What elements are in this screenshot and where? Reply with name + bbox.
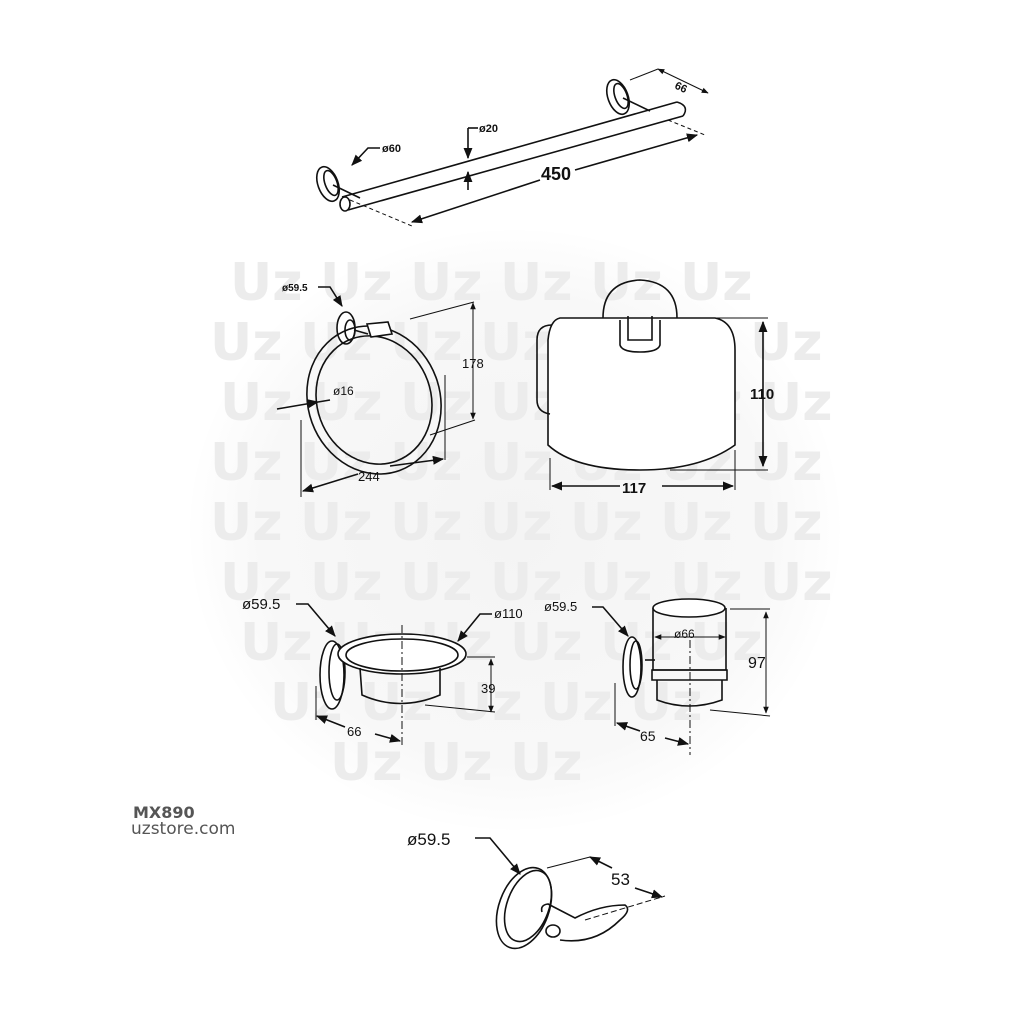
tumbler-height: 97 (748, 655, 766, 672)
soap-dish-height: 39 (481, 681, 495, 696)
product-sku: MX890 (133, 803, 195, 822)
soap-dish-flange-diameter: ø59.5 (242, 596, 280, 613)
tumbler-projection: 65 (640, 728, 656, 744)
towel-ring-height: 178 (462, 356, 484, 371)
towel-bar-flange-diameter: ø60 (382, 143, 401, 155)
store-website: uzstore.com (131, 819, 236, 839)
soap-dish-diameter: ø110 (494, 606, 523, 621)
tumbler-flange-diameter: ø59.5 (544, 599, 577, 614)
robe-hook-flange-diameter: ø59.5 (407, 830, 450, 849)
towel-ring-width: 244 (358, 469, 380, 484)
soap-dish-drawing (296, 603, 496, 745)
tumbler-cup-diameter: ø66 (674, 627, 695, 641)
towel-bar-tube-diameter: ø20 (479, 123, 498, 135)
paper-holder-width: 117 (622, 480, 646, 497)
paper-holder-height: 110 (750, 386, 774, 403)
towel-bar-projection: 66 (673, 80, 689, 96)
robe-hook-projection: 53 (611, 870, 630, 889)
robe-hook-drawing (475, 837, 666, 950)
towel-ring-flange-diameter: ø59.5 (282, 283, 308, 294)
towel-bar-drawing (315, 68, 709, 227)
tumbler-holder-drawing (592, 598, 771, 755)
paper-holder-drawing (536, 279, 768, 491)
towel-bar-length: 450 (541, 164, 571, 184)
towel-ring-drawing (276, 286, 476, 497)
towel-ring-tube-diameter: ø16 (333, 384, 354, 398)
soap-dish-projection: 66 (347, 724, 361, 739)
